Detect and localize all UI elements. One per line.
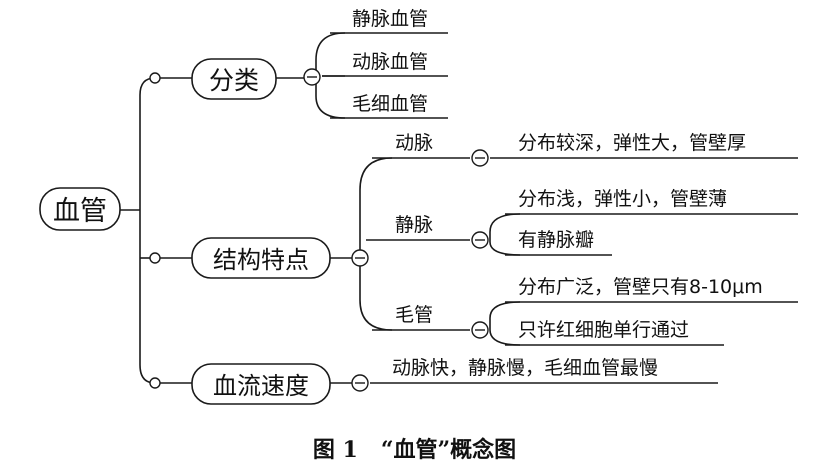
collapse-icon-speed xyxy=(351,374,369,392)
cap-fork xyxy=(489,301,521,346)
node-dot-classify xyxy=(149,72,161,84)
classify-item: 动脉血管 xyxy=(352,51,428,73)
speed-detail: 动脉快，静脉慢，毛细血管最慢 xyxy=(392,357,658,379)
root-node-box xyxy=(39,187,121,231)
group-label-artery: 动脉 xyxy=(395,132,433,154)
classify-label: 分类 xyxy=(209,66,259,95)
concept-map: 血管 分类 结构特点 血流速度 静脉血管 动脉血管 毛细血管 动脉 静脉 毛管 … xyxy=(39,8,798,405)
struct-label: 结构特点 xyxy=(213,246,309,274)
collapse-icon-classify xyxy=(303,68,321,86)
group-label-vein: 静脉 xyxy=(395,214,433,236)
speed-label: 血流速度 xyxy=(213,372,309,400)
classify-item: 静脉血管 xyxy=(352,8,428,30)
struct-node-box xyxy=(191,237,331,279)
figure-caption: 图 1 “血管”概念图 xyxy=(0,432,829,464)
vein-detail: 分布浅，弹性小，管壁薄 xyxy=(518,188,727,210)
figure-number: 图 1 xyxy=(312,437,358,463)
node-dot-speed xyxy=(149,377,161,389)
group-label-capillary: 毛管 xyxy=(395,304,433,326)
capillary-detail: 只许红细胞单行通过 xyxy=(518,319,689,341)
classify-node-box xyxy=(191,58,277,100)
node-dot-struct xyxy=(149,252,161,264)
collapse-icon-struct xyxy=(351,249,369,267)
collapse-icon-capillary xyxy=(471,321,489,339)
vein-detail: 有静脉瓣 xyxy=(518,229,594,251)
figure-title: “血管”概念图 xyxy=(380,437,517,463)
collapse-icon-vein xyxy=(471,231,489,249)
struct-fork xyxy=(359,157,393,331)
capillary-detail: 分布广泛，管壁只有8-10μm xyxy=(518,276,763,298)
artery-detail: 分布较深，弹性大，管壁厚 xyxy=(518,132,746,154)
root-label: 血管 xyxy=(53,196,107,227)
vein-fork xyxy=(489,213,521,256)
speed-node-box xyxy=(191,363,331,405)
classify-item: 毛细血管 xyxy=(352,93,428,115)
collapse-icon-artery xyxy=(471,149,489,167)
root-trunk xyxy=(139,77,156,384)
